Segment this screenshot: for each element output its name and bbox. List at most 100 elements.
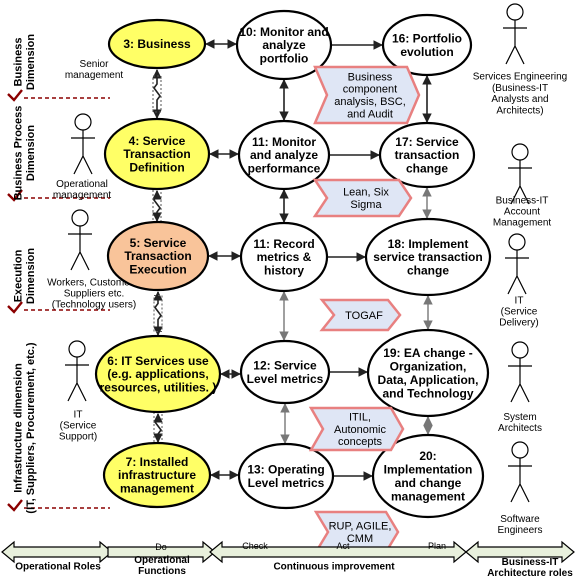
dimension-label-process: Business ProcessDimension <box>13 106 37 201</box>
node-n6: 6: IT Services use(e.g. applications,res… <box>94 334 222 414</box>
dimension-dividers <box>7 89 110 512</box>
actor-body <box>503 20 527 65</box>
plan-label: Plan <box>428 541 446 551</box>
dimension-label-business: BusinessDimension <box>13 34 37 91</box>
actor-head <box>71 209 89 227</box>
node-label-n19: 19: EA change -Organization,Data, Applic… <box>378 346 479 400</box>
divider-check <box>7 301 23 314</box>
node-ellipse <box>237 442 335 510</box>
actor-head <box>508 233 526 251</box>
node-ellipse <box>102 441 212 509</box>
do-label: Do <box>155 542 167 552</box>
dimension-label-execution: ExecutionDimension <box>13 248 37 305</box>
actor-body <box>505 250 529 295</box>
architecture-roles-arrow <box>465 540 575 564</box>
dimension-label-infrastructure: Infrastructure dimension(IT, Suppliers, … <box>13 342 37 513</box>
node-n3: 3: Business <box>107 18 207 70</box>
method-tag-shape <box>313 65 421 125</box>
dimension-divider <box>7 301 110 314</box>
actor-head <box>511 341 529 359</box>
node-ellipse <box>371 433 485 519</box>
actor-head <box>68 340 86 358</box>
actor-head <box>511 143 529 161</box>
actor-body <box>508 458 532 503</box>
actor-head <box>511 441 529 459</box>
node-label-n3: 3: Business <box>123 37 191 51</box>
divider-check <box>7 499 23 512</box>
dimension-divider <box>7 189 110 202</box>
connector-arrow <box>153 291 163 336</box>
dimension-text: BusinessDimension <box>13 34 37 91</box>
method-tag-shape <box>308 406 405 452</box>
connector-hatch <box>152 75 162 113</box>
method-tag-shape <box>319 298 402 332</box>
node-ellipse <box>239 221 329 293</box>
node-ellipse <box>237 119 331 191</box>
method-tag-label: TOGAF <box>345 310 383 322</box>
act-label: Act <box>336 541 350 551</box>
actor-head <box>506 3 524 21</box>
dimension-text: Business ProcessDimension <box>13 106 37 201</box>
node-label-n6: 6: IT Services use(e.g. applications,res… <box>100 354 217 395</box>
divider-check <box>7 89 23 102</box>
connectors <box>152 39 433 481</box>
divider-check <box>7 189 23 202</box>
actor-body <box>508 160 532 205</box>
node-ellipse <box>103 117 211 191</box>
node-ellipse <box>106 220 210 292</box>
node-ellipse <box>235 9 333 81</box>
actor-body <box>65 357 89 402</box>
node-ellipse <box>94 334 222 414</box>
connector-arrow <box>152 190 162 222</box>
method-tag-shape <box>312 178 413 218</box>
node-ellipse <box>366 328 490 418</box>
connector-arrow <box>152 69 162 119</box>
operational-roles-label: Operational Roles <box>15 562 101 573</box>
node-n19: 19: EA change -Organization,Data, Applic… <box>366 328 490 418</box>
method-tag-rup: RUP, AGILE,CMM <box>313 510 400 554</box>
method-tag-togaf: TOGAF <box>319 298 402 332</box>
node-ellipse <box>381 13 473 77</box>
dimension-text: ExecutionDimension <box>13 248 37 305</box>
actor-body <box>68 226 92 271</box>
actor-workers: Workers, Customers,Suppliers etc.(Techno… <box>47 209 141 311</box>
